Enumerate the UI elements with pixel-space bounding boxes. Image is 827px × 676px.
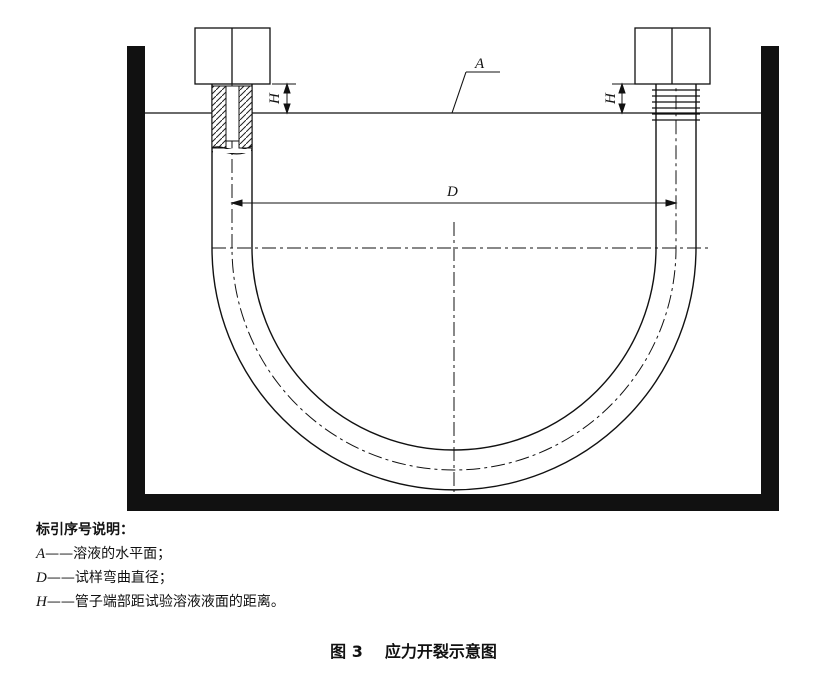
right-tube-thread: [652, 89, 700, 121]
dimension-h-left: [272, 82, 296, 115]
tube-centerline: [231, 84, 677, 471]
container-vessel: [127, 46, 779, 511]
label-h-right: H: [603, 92, 619, 105]
legend-dash: ——: [45, 546, 74, 562]
dimension-h-right: [612, 82, 636, 115]
legend-dash: ——: [46, 594, 75, 610]
left-end-fitting: [194, 27, 271, 85]
figure-caption: 图 3 应力开裂示意图: [0, 638, 827, 662]
label-d: D: [446, 184, 458, 200]
stress-cracking-diagram: A H: [127, 27, 779, 511]
dimension-d: [230, 199, 678, 207]
legend-dash: ——: [46, 570, 75, 586]
legend-key: D: [36, 570, 47, 586]
legend-text: 管子端部距试验溶液液面的距离。: [74, 594, 285, 610]
label-h-left: H: [267, 92, 283, 105]
left-tube-section-cut: [211, 85, 253, 155]
figure-number: 图 3: [330, 642, 363, 661]
legend-text: 溶液的水平面；: [73, 546, 172, 562]
legend-item-h: H——管子端部距试验溶液液面的距离。: [36, 590, 285, 614]
legend: 标引序号说明： A——溶液的水平面； D——试样弯曲直径； H——管子端部距试验…: [36, 518, 285, 614]
label-a: A: [474, 56, 485, 72]
right-end-fitting: [634, 27, 711, 85]
figure-title: 应力开裂示意图: [384, 642, 497, 661]
legend-key: A: [36, 546, 46, 562]
legend-title: 标引序号说明：: [36, 522, 134, 538]
legend-key: H: [36, 594, 47, 610]
legend-item-d: D——试样弯曲直径；: [36, 566, 285, 590]
legend-text: 试样弯曲直径；: [74, 570, 173, 586]
label-a-leader: [451, 71, 500, 114]
legend-item-a: A——溶液的水平面；: [36, 542, 285, 566]
